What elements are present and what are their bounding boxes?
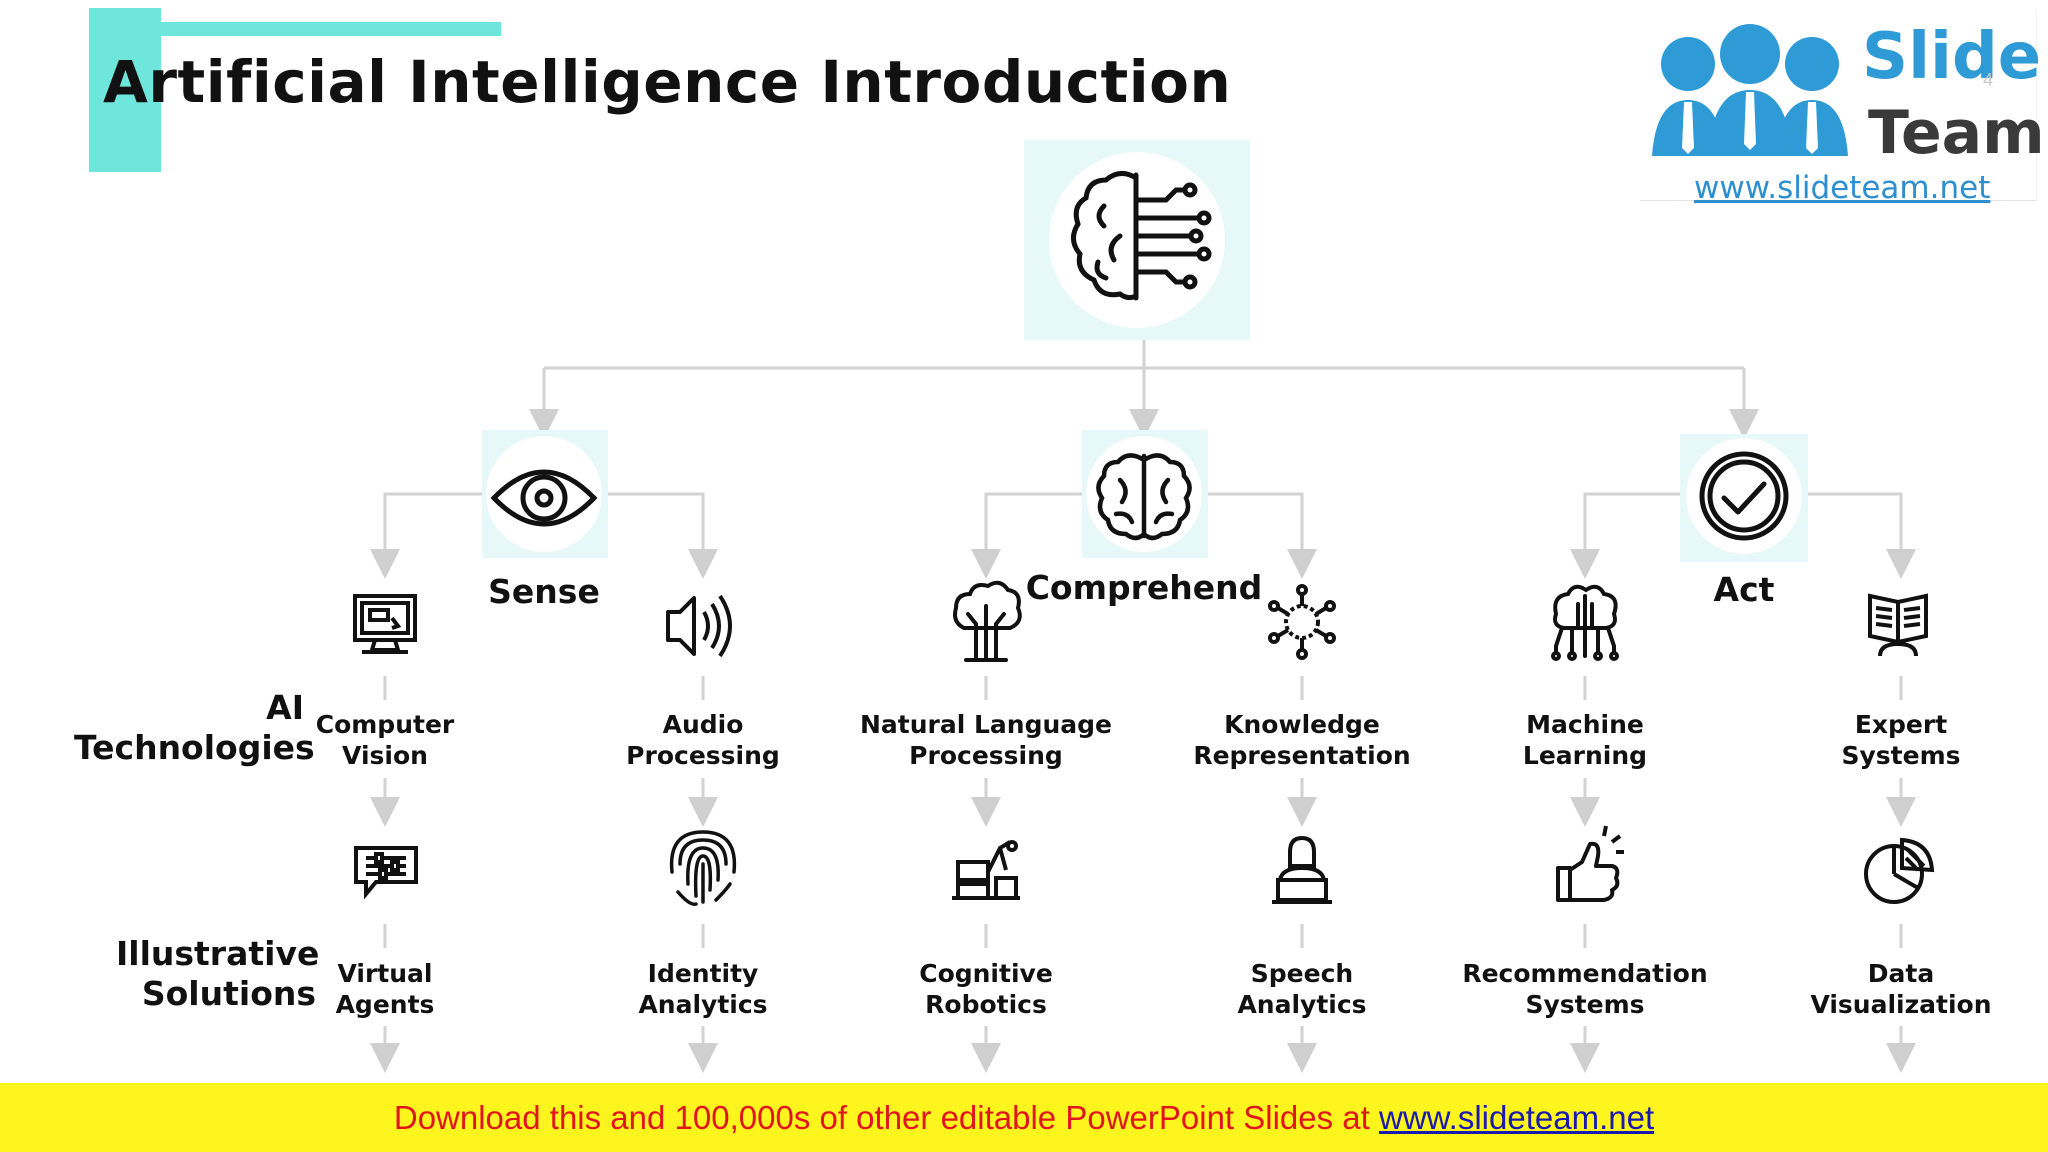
comprehend-node [1082,430,1208,558]
tech-label-line1: Natural Language [859,710,1113,739]
category-label-act: Act [1713,570,1775,609]
chip-brain-icon [1551,584,1619,661]
page-number: 4 [1983,70,1994,90]
speaker-icon [666,594,732,658]
solution-label-line2: Analytics [638,990,768,1019]
speaker-person-icon [1272,835,1332,904]
solution-label-line2: Analytics [1237,990,1367,1019]
tech-label-line1: Expert [1854,710,1948,739]
check-circle-icon [1699,451,1789,541]
slideteam-logo: Slide Team www.slideteam.net [1640,10,2045,206]
solution-label-line1: Speech [1250,959,1354,988]
row-heading-illustrative-solutions-text: Illustrative Solutions [116,934,320,1013]
category-connectors [370,492,1916,579]
pie-chart-icon [1864,837,1935,904]
row-heading-ai-technologies-text: AI Technologies [74,688,315,767]
act-node [1680,434,1808,562]
logo-word-slide: Slide [1862,20,2042,94]
book-reader-icon [1868,593,1928,657]
solution-label-line2: Visualization [1810,990,1992,1019]
tech-label-line2: Vision [342,741,428,770]
root-node [1024,140,1250,340]
solution-label-line2: Systems [1525,990,1645,1019]
hierarchy-diagram [353,140,1935,1073]
tech-label-line1: Audio [662,710,744,739]
solution-label-line1: Data [1867,959,1935,988]
download-banner: Download this and 100,000s of other edit… [0,1083,2048,1152]
monitor-icon [353,594,417,654]
tech-label-line2: Learning [1522,741,1648,770]
tech-label-line2: Processing [909,741,1063,770]
logo-word-team: Team [1868,98,2045,168]
solution-label-line1: Cognitive [919,959,1053,988]
title-accent-line [161,22,501,36]
column-connectors [370,676,1916,1073]
tech-label-line1: Knowledge [1224,710,1380,739]
download-banner-message: Download this and 100,000s of other edit… [393,1099,1379,1136]
logo-people-icon [1652,24,1848,156]
logo-url-link[interactable]: www.slideteam.net [1694,170,1991,206]
root-connectors [529,340,1759,439]
row-heading-illustrative-solutions: Illustrative Solutions [60,934,320,1014]
network-icon [1268,584,1336,660]
brain-circuit-icon [1071,171,1212,301]
solution-label-line1: Recommendation [1462,959,1708,988]
page-title: Artificial Intelligence Introduction [103,48,1232,116]
tech-label-line1: Machine [1526,710,1644,739]
tree-icon [953,580,1022,662]
solution-label-line1: Virtual [337,959,433,988]
category-label-sense: Sense [488,572,600,611]
tech-label-line2: Systems [1841,741,1961,770]
eye-icon [490,469,598,527]
sense-node [482,430,608,558]
chat-settings-icon [354,846,418,900]
row-heading-ai-technologies: AI Technologies [60,688,315,768]
solution-label-line2: Agents [335,990,435,1019]
robot-arm-icon [952,840,1020,900]
tech-label-line2: Representation [1193,741,1411,770]
solution-label-line2: Robotics [925,990,1047,1019]
category-label-comprehend: Comprehend [1025,568,1263,607]
thumbs-up-icon [1556,825,1624,902]
download-banner-text: Download this and 100,000s of other edit… [0,1099,2048,1137]
fingerprint-icon [669,830,737,906]
brain-icon [1096,453,1192,541]
tech-label-line1: Computer [315,710,455,739]
solution-label-line1: Identity [647,959,759,988]
title-accent-bar [89,8,161,172]
tech-label-line2: Processing [626,741,780,770]
download-banner-link[interactable]: www.slideteam.net [1379,1099,1655,1136]
